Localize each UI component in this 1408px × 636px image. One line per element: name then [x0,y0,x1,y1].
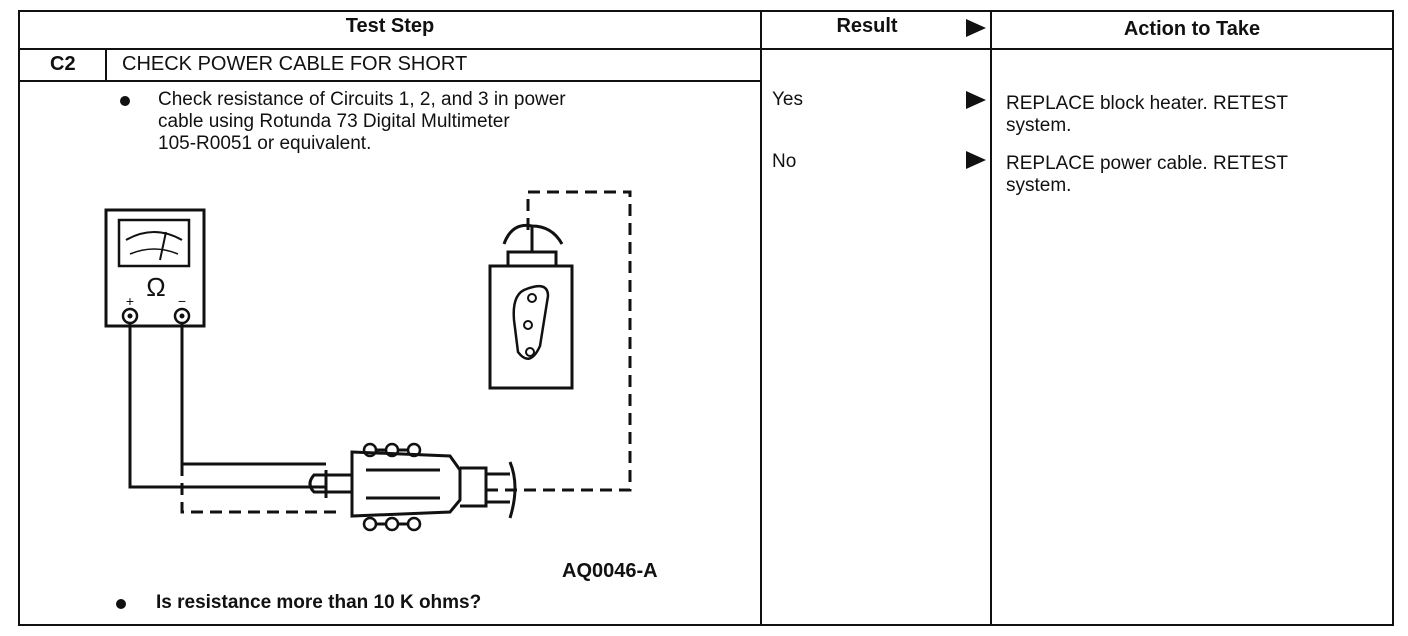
action-no-line-1: REPLACE power cable. RETEST [1006,153,1288,174]
action-yes-line-1: REPLACE block heater. RETEST [1006,93,1288,114]
result-no-arrow-icon [966,151,986,169]
bullet-icon [116,599,126,609]
header-test-step: Test Step [345,15,435,37]
result-no: No [772,151,797,172]
action-yes-line-2: system. [1006,115,1072,136]
block-heater-icon [488,223,574,390]
figure-label: AQ0046-A [562,560,658,582]
result-yes-arrow-icon [966,91,986,109]
ohm-symbol: Ω [146,272,165,302]
instruction-line-1: Check resistance of Circuits 1, 2, and 3… [158,89,566,110]
question-text: Is resistance more than 10 K ohms? [156,592,482,613]
bullet-icon [120,96,130,106]
step-id-divider [105,48,107,80]
step-id: C2 [50,53,76,75]
header-bottom-border [18,48,1394,50]
action-column-divider [990,10,992,626]
test-leads [128,190,632,514]
action-no-line-2: system. [1006,175,1072,196]
table-top-border [18,10,1394,12]
instruction-line-3: 105-R0051 or equivalent. [158,133,372,154]
minus-terminal-label: − [178,293,186,309]
result-yes: Yes [772,89,803,110]
header-result: Result [836,15,898,37]
plus-terminal-label: + [126,293,134,309]
test-diagram: Ω + − [104,190,632,532]
table-bottom-border [18,624,1394,626]
header-arrow-icon [966,19,986,37]
multimeter-icon [104,208,206,328]
result-column-divider [760,10,762,626]
step-title: CHECK POWER CABLE FOR SHORT [122,53,468,75]
instruction-line-2: cable using Rotunda 73 Digital Multimete… [158,111,510,132]
plug-icon [308,442,517,532]
header-action: Action to Take [1123,18,1261,40]
table-left-border [18,10,20,626]
step-title-bottom-border [18,80,762,82]
table-right-border [1392,10,1394,626]
